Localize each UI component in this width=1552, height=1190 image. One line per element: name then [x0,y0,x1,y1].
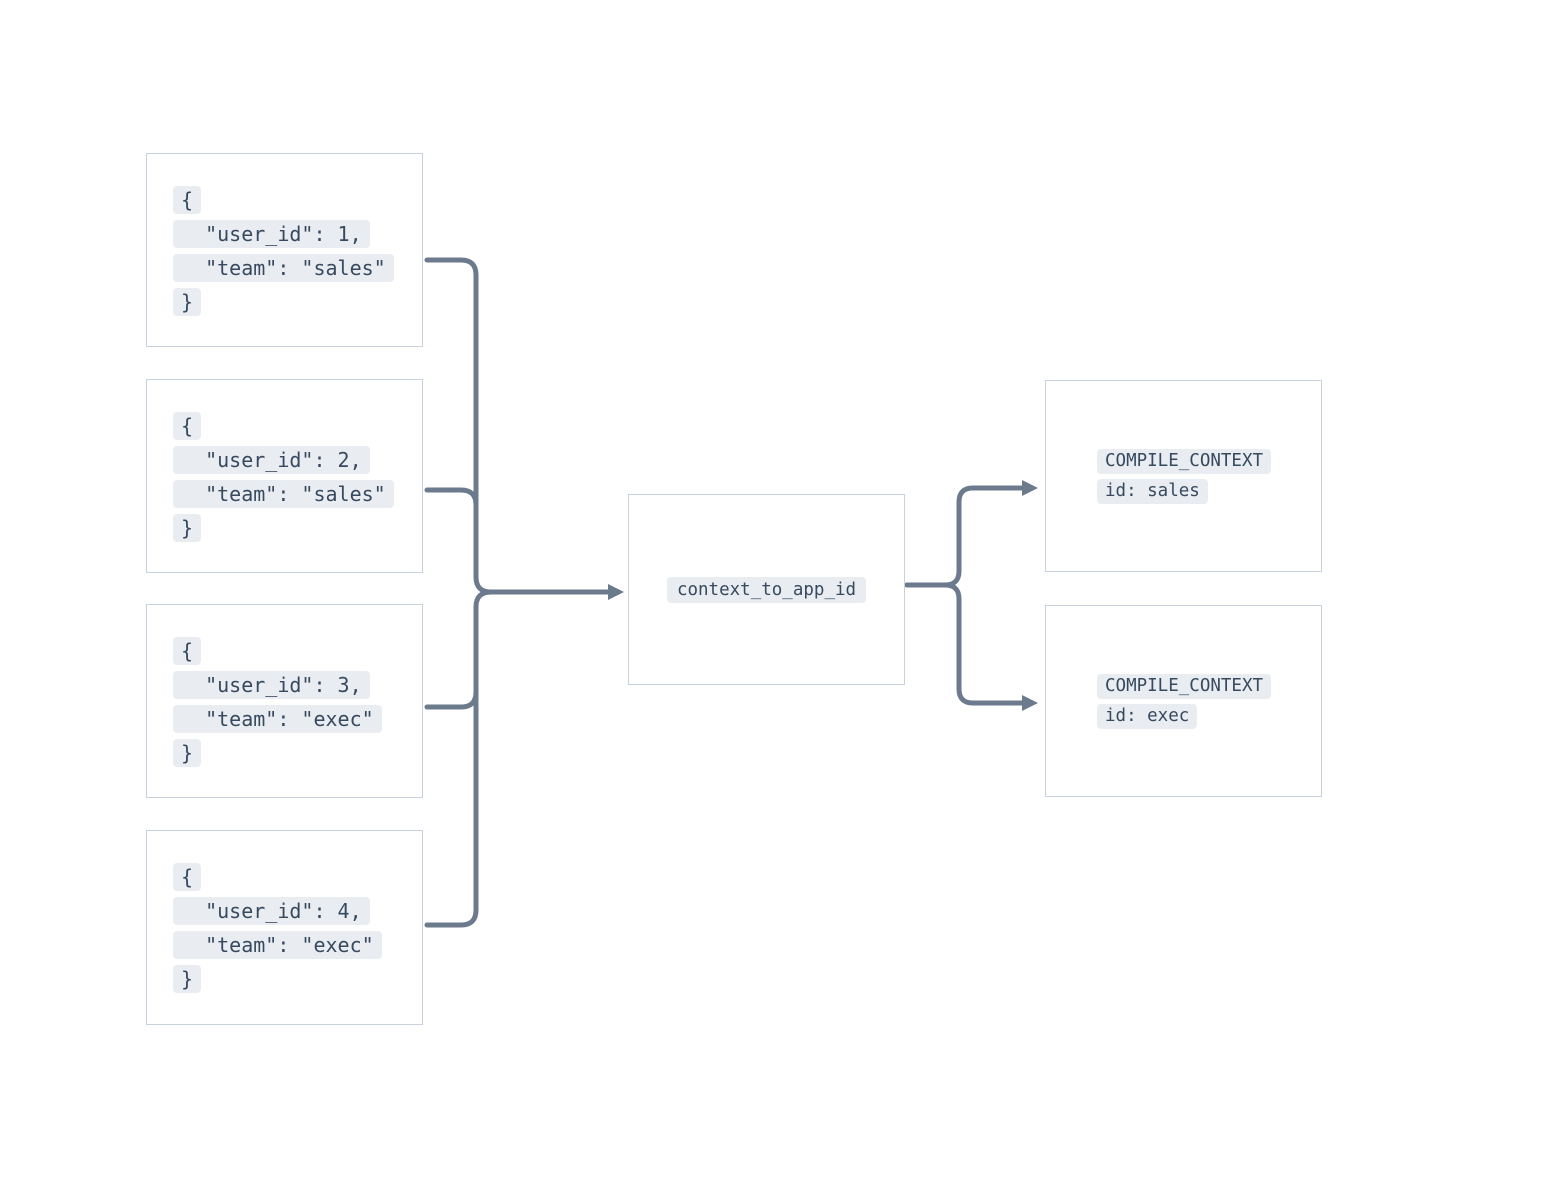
output-id: id: exec [1097,703,1198,729]
json-code-chip: } [173,514,202,542]
output-id: id: sales [1097,478,1208,504]
connector-event2-join [424,487,479,508]
json-line: { [173,412,422,440]
json-code-chip: { [173,186,202,214]
event-node-user1: { "user_id": 1, "team": "sales" } [146,153,423,347]
event-node-user2: { "user_id": 2, "team": "sales" } [146,379,423,573]
processor-node: context_to_app_id [628,494,905,685]
json-line: { [173,637,422,665]
json-line: "team": "exec" [173,705,422,733]
arrowhead-into-processor [608,584,624,600]
json-line: } [173,514,422,542]
connector-event1-to-processor [424,257,611,595]
json-line: { [173,186,422,214]
event-node-user4: { "user_id": 4, "team": "exec" } [146,830,423,1025]
json-line: { [173,863,422,891]
output-node-exec: COMPILE_CONTEXT id: exec [1045,605,1322,797]
json-code-chip: } [173,739,202,767]
output-title: COMPILE_CONTEXT [1097,448,1272,474]
connector-processor-to-output-exec [904,582,1025,706]
json-line: "user_id": 1, [173,220,422,248]
json-code-chip: "team": "exec" [173,705,382,733]
json-code-chip: { [173,637,202,665]
connector-processor-to-output-sales [904,485,1025,588]
json-code-chip: "team": "sales" [173,480,394,508]
json-code-chip: "team": "exec" [173,931,382,959]
json-code-chip: } [173,288,202,316]
json-line: "user_id": 4, [173,897,422,925]
json-line: "team": "sales" [173,254,422,282]
json-line: } [173,965,422,993]
event-node-user3: { "user_id": 3, "team": "exec" } [146,604,423,798]
json-line: } [173,739,422,767]
json-code-chip: "user_id": 4, [173,897,370,925]
connector-event4-to-processor [424,589,494,928]
json-code-chip: { [173,412,202,440]
connector-event3-join [424,689,479,710]
output-title: COMPILE_CONTEXT [1097,673,1272,699]
processor-label: context_to_app_id [666,576,867,603]
json-line: "team": "sales" [173,480,422,508]
arrowhead-into-output-sales [1022,480,1038,496]
json-line: "user_id": 2, [173,446,422,474]
arrowhead-into-output-exec [1022,695,1038,711]
json-code-chip: "user_id": 2, [173,446,370,474]
json-code-chip: { [173,863,202,891]
json-line: "team": "exec" [173,931,422,959]
json-code-chip: "user_id": 1, [173,220,370,248]
json-line: } [173,288,422,316]
json-code-chip: } [173,965,202,993]
json-code-chip: "user_id": 3, [173,671,370,699]
output-node-sales: COMPILE_CONTEXT id: sales [1045,380,1322,572]
json-line: "user_id": 3, [173,671,422,699]
json-code-chip: "team": "sales" [173,254,394,282]
